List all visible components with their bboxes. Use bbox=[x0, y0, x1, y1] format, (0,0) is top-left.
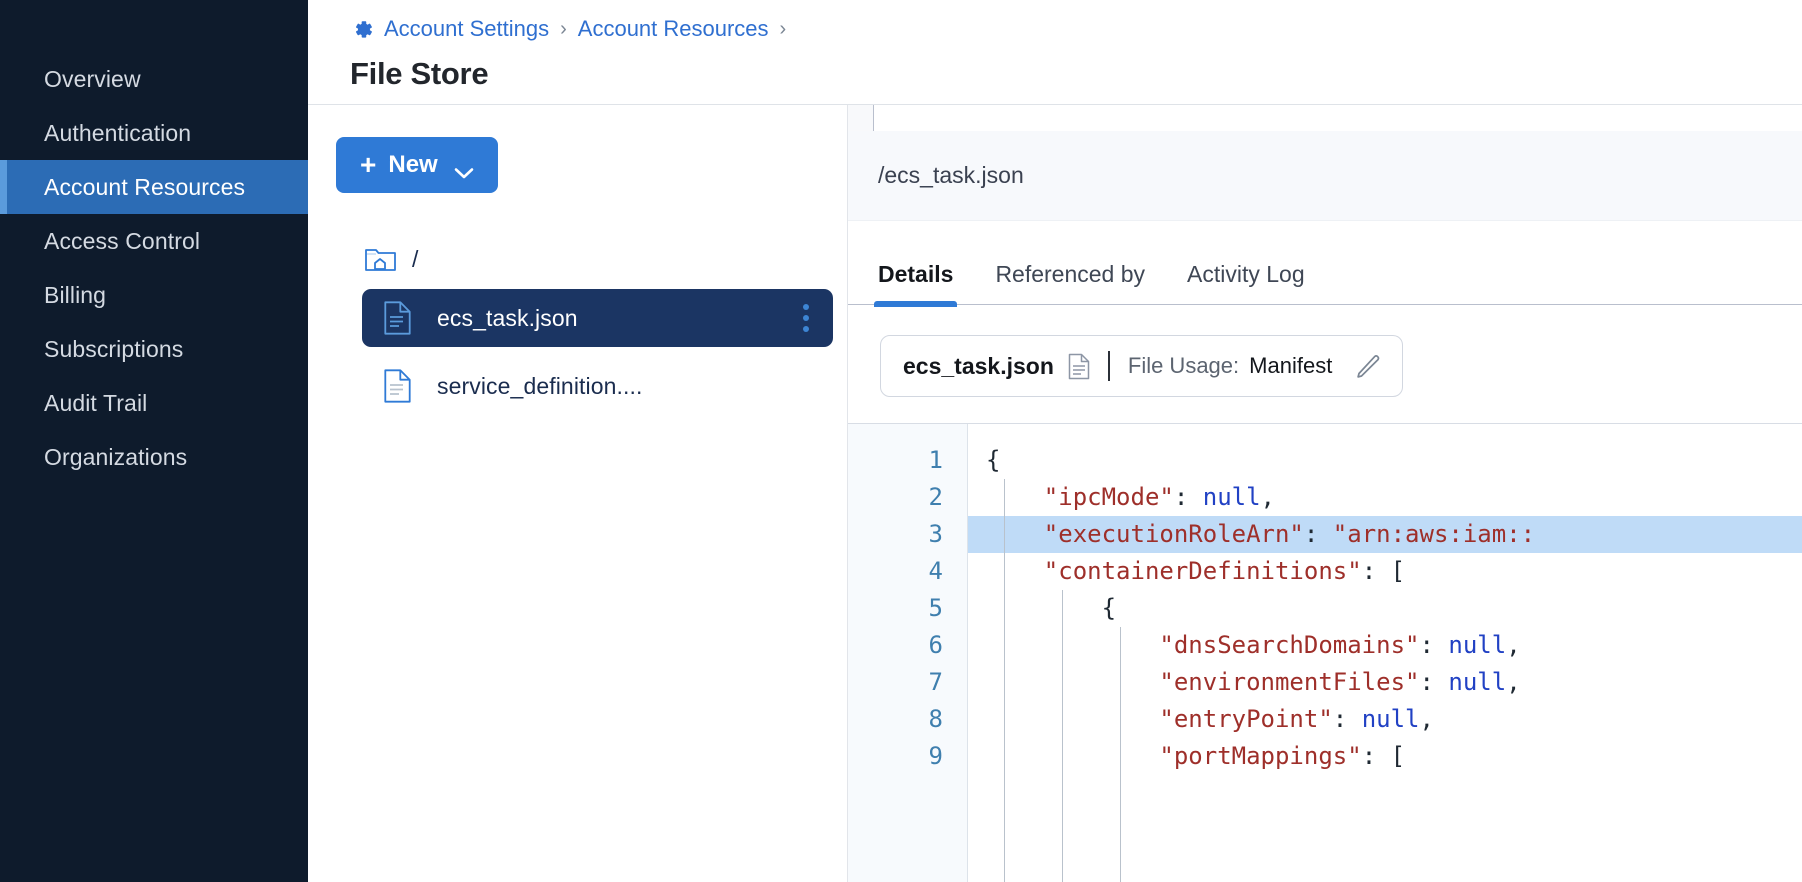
code-line[interactable]: "environmentFiles": null, bbox=[968, 664, 1802, 701]
document-icon bbox=[384, 301, 411, 335]
line-number: 9 bbox=[848, 738, 967, 775]
indent-guide bbox=[1062, 590, 1063, 882]
usage-file-name: ecs_task.json bbox=[903, 353, 1054, 380]
code-line[interactable]: "entryPoint": null, bbox=[968, 701, 1802, 738]
pencil-icon[interactable] bbox=[1356, 353, 1382, 379]
usage-value: Manifest bbox=[1249, 353, 1332, 379]
sidebar-item-audit-trail[interactable]: Audit Trail bbox=[0, 376, 308, 430]
sidebar-item-label: Authentication bbox=[44, 120, 191, 147]
gear-icon bbox=[350, 17, 375, 42]
file-tree-item[interactable]: ecs_task.json bbox=[362, 289, 833, 347]
indent-guide bbox=[1004, 479, 1005, 882]
plus-icon: + bbox=[360, 151, 376, 179]
breadcrumb-link-account-settings[interactable]: Account Settings bbox=[384, 16, 549, 42]
page-title: File Store bbox=[350, 56, 1802, 92]
line-number-gutter: 123456789 bbox=[848, 424, 968, 882]
content-body: + New bbox=[308, 105, 1802, 882]
document-icon bbox=[1068, 353, 1090, 380]
tab-referenced-by[interactable]: Referenced by bbox=[995, 261, 1145, 304]
code-line[interactable]: "dnsSearchDomains": null, bbox=[968, 627, 1802, 664]
line-number: 8 bbox=[848, 701, 967, 738]
tab-label: Activity Log bbox=[1187, 261, 1305, 287]
line-number: 4 bbox=[848, 553, 967, 590]
usage-divider bbox=[1108, 351, 1110, 381]
line-number: 7 bbox=[848, 664, 967, 701]
sidebar-item-billing[interactable]: Billing bbox=[0, 268, 308, 322]
sidebar-item-label: Subscriptions bbox=[44, 336, 183, 363]
detail-tabs: Details Referenced by Activity Log bbox=[848, 221, 1802, 305]
tab-label: Referenced by bbox=[995, 261, 1145, 287]
code-line[interactable]: "containerDefinitions": [ bbox=[968, 553, 1802, 590]
sidebar-active-indicator bbox=[0, 160, 7, 214]
sidebar-item-account-resources[interactable]: Account Resources bbox=[0, 160, 308, 214]
file-tree-item-label: service_definition.... bbox=[437, 373, 642, 400]
panel-resize-handle[interactable] bbox=[848, 105, 874, 131]
file-tree: / ecs_task.json service_definition.... bbox=[336, 239, 847, 415]
sidebar-item-label: Access Control bbox=[44, 228, 200, 255]
kebab-menu-icon[interactable] bbox=[803, 304, 809, 332]
document-icon bbox=[384, 369, 411, 403]
code-line[interactable]: "portMappings": [ bbox=[968, 738, 1802, 775]
sidebar-item-label: Organizations bbox=[44, 444, 187, 471]
file-tree-item-label: ecs_task.json bbox=[437, 305, 578, 332]
line-number: 5 bbox=[848, 590, 967, 627]
sidebar-item-label: Account Resources bbox=[44, 174, 245, 201]
code-content[interactable]: { "ipcMode": null, "executionRoleArn": "… bbox=[968, 424, 1802, 882]
line-number: 6 bbox=[848, 627, 967, 664]
sidebar: OverviewAuthenticationAccount ResourcesA… bbox=[0, 0, 308, 882]
code-line[interactable]: { bbox=[968, 590, 1802, 627]
sidebar-item-authentication[interactable]: Authentication bbox=[0, 106, 308, 160]
file-tree-item[interactable]: service_definition.... bbox=[362, 357, 833, 415]
sidebar-item-overview[interactable]: Overview bbox=[0, 52, 308, 106]
tab-activity-log[interactable]: Activity Log bbox=[1187, 261, 1305, 304]
file-path-text: /ecs_task.json bbox=[878, 162, 1024, 189]
breadcrumb-separator-icon-2: › bbox=[778, 18, 789, 41]
line-number: 1 bbox=[848, 442, 967, 479]
file-tree-panel: + New bbox=[308, 105, 848, 882]
indent-guide bbox=[1120, 627, 1121, 882]
breadcrumb-link-account-resources[interactable]: Account Resources bbox=[578, 16, 769, 42]
code-line[interactable]: "executionRoleArn": "arn:aws:iam:: bbox=[968, 516, 1802, 553]
sidebar-item-organizations[interactable]: Organizations bbox=[0, 430, 308, 484]
usage-label: File Usage: bbox=[1128, 353, 1239, 379]
detail-inner: /ecs_task.json Details Referenced by Activ… bbox=[848, 131, 1802, 882]
code-line[interactable]: "ipcMode": null, bbox=[968, 479, 1802, 516]
sidebar-item-access-control[interactable]: Access Control bbox=[0, 214, 308, 268]
tree-root-folder[interactable]: / bbox=[336, 239, 847, 279]
file-path-bar: /ecs_task.json bbox=[848, 131, 1802, 221]
tab-details[interactable]: Details bbox=[878, 261, 953, 304]
code-editor[interactable]: 123456789 { "ipcMode": null, "executionR… bbox=[848, 423, 1802, 882]
folder-home-icon bbox=[364, 245, 398, 273]
sidebar-item-label: Billing bbox=[44, 282, 106, 309]
new-button[interactable]: + New bbox=[336, 137, 498, 193]
sidebar-item-label: Audit Trail bbox=[44, 390, 147, 417]
breadcrumb: Account Settings › Account Resources › bbox=[350, 8, 1802, 50]
code-line[interactable]: { bbox=[968, 442, 1802, 479]
file-detail-panel: /ecs_task.json Details Referenced by Activ… bbox=[848, 105, 1802, 882]
file-list: ecs_task.json service_definition.... bbox=[336, 289, 847, 415]
tab-label: Details bbox=[878, 261, 953, 287]
line-number: 2 bbox=[848, 479, 967, 516]
sidebar-item-subscriptions[interactable]: Subscriptions bbox=[0, 322, 308, 376]
file-usage-card: ecs_task.json File Usage: Manifest bbox=[880, 335, 1403, 397]
chevron-down-icon bbox=[454, 159, 474, 172]
tree-root-label: / bbox=[412, 246, 418, 273]
line-number: 3 bbox=[848, 516, 967, 553]
breadcrumb-separator-icon: › bbox=[558, 18, 569, 41]
page-header: Account Settings › Account Resources › F… bbox=[308, 0, 1802, 105]
new-button-label: New bbox=[388, 151, 437, 179]
sidebar-item-label: Overview bbox=[44, 66, 141, 93]
main-region: Account Settings › Account Resources › F… bbox=[308, 0, 1802, 882]
